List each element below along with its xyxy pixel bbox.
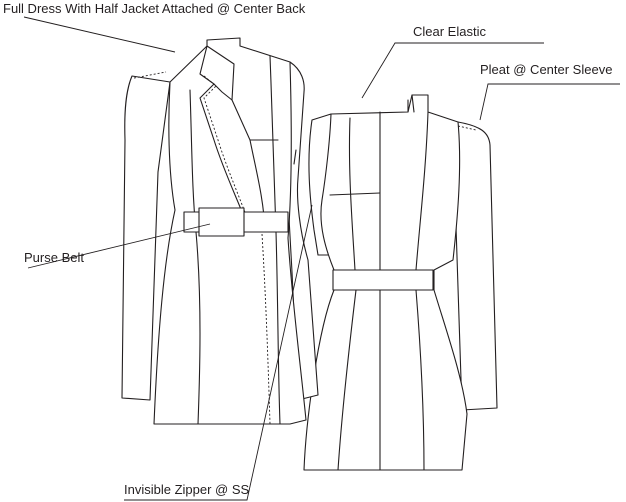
leader-invisible-zipper bbox=[124, 204, 313, 501]
back-right-sleeve bbox=[453, 121, 498, 411]
front-view bbox=[121, 37, 319, 425]
callout-purse-belt: Purse Belt bbox=[24, 250, 84, 265]
back-yoke-line bbox=[329, 192, 381, 196]
leader-pleat-sleeve bbox=[479, 83, 620, 121]
callout-invisible-zipper: Invisible Zipper @ SS bbox=[124, 482, 250, 497]
back-princess-seam-left bbox=[337, 117, 357, 471]
back-belt bbox=[332, 269, 434, 291]
leader-full-dress bbox=[23, 16, 176, 53]
front-zipper-seam bbox=[293, 149, 297, 165]
back-shoulder-stitch bbox=[457, 125, 477, 131]
front-lapel-notch bbox=[213, 83, 233, 101]
callout-leaders bbox=[23, 16, 620, 501]
leader-purse-belt bbox=[27, 223, 211, 269]
purse-belt-pouch bbox=[198, 207, 245, 237]
front-right-sleeve bbox=[287, 61, 319, 401]
front-left-sleeve bbox=[121, 75, 171, 401]
back-collar-seams bbox=[407, 94, 415, 113]
leader-clear-elastic bbox=[361, 42, 544, 99]
callout-full-dress: Full Dress With Half Jacket Attached @ C… bbox=[3, 1, 306, 16]
callout-clear-elastic: Clear Elastic bbox=[413, 24, 486, 39]
callout-pleat-sleeve: Pleat @ Center Sleeve bbox=[480, 62, 613, 77]
back-view bbox=[303, 94, 498, 471]
front-shoulder-stitch bbox=[133, 71, 167, 79]
back-princess-seam-right bbox=[415, 111, 429, 471]
